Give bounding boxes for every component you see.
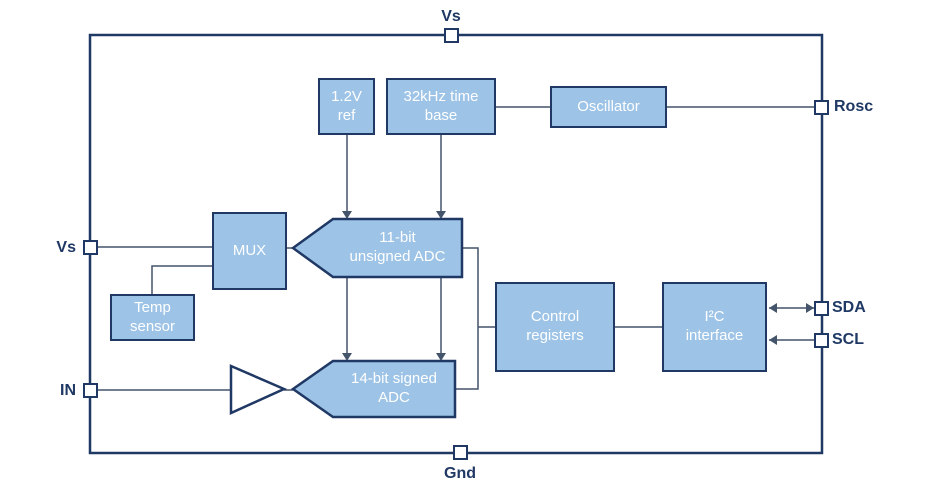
arrow-down-icon: [436, 353, 446, 361]
block-temp-sensor: Temp sensor: [110, 294, 195, 341]
arrow-left-icon: [769, 335, 777, 345]
pin-rosc: [814, 100, 829, 115]
pin-label-gnd: Gnd: [444, 465, 476, 482]
block-label-line: sensor: [129, 317, 176, 335]
block-label-line: 32kHz time: [403, 87, 479, 105]
block-label-line: MUX: [232, 241, 267, 259]
pin-vs-left: [83, 240, 98, 255]
block-oscillator: Oscillator: [550, 86, 667, 128]
block-label-line: base: [424, 106, 458, 124]
block-label-line: ref: [337, 106, 356, 124]
pin-vs-top: [444, 28, 459, 43]
block-label-line: Control: [530, 308, 580, 326]
block-label-line: Oscillator: [577, 97, 640, 115]
pin-label-vs-left: Vs: [56, 239, 76, 256]
pin-label-vs-top: Vs: [441, 8, 461, 25]
pin-in: [83, 383, 98, 398]
block-label-line: interface: [685, 327, 744, 344]
pin-gnd: [453, 445, 468, 460]
adc11-shape: [290, 217, 464, 279]
arrow-down-icon: [342, 211, 352, 219]
block-label-line: 1.2V: [331, 87, 362, 105]
pin-sda: [814, 301, 829, 316]
adc14-shape: [290, 359, 457, 419]
pin-scl: [814, 333, 829, 348]
arrow-left-icon: [769, 303, 777, 313]
block-i2c-interface: I²C interface: [662, 282, 767, 372]
block-ref: 1.2V ref: [318, 78, 375, 135]
amplifier-icon: [229, 364, 288, 415]
block-label-line: Temp: [134, 298, 171, 316]
pin-label-rosc: Rosc: [834, 98, 874, 115]
block-control-registers: Control registers: [495, 282, 615, 372]
wire-adc-output-bus: [455, 247, 479, 390]
wire-temp-to-mux: [151, 265, 212, 294]
block-timebase: 32kHz time base: [386, 78, 496, 135]
pin-label-in: IN: [60, 382, 76, 399]
arrow-down-icon: [436, 211, 446, 219]
pin-label-sda: SDA: [832, 299, 866, 316]
block-mux: MUX: [212, 212, 287, 290]
arrow-right-icon: [806, 303, 814, 313]
arrow-down-icon: [342, 353, 352, 361]
pin-label-scl: SCL: [832, 331, 864, 348]
block-label-line: registers: [526, 327, 584, 344]
block-label-line: I²C: [704, 308, 725, 326]
